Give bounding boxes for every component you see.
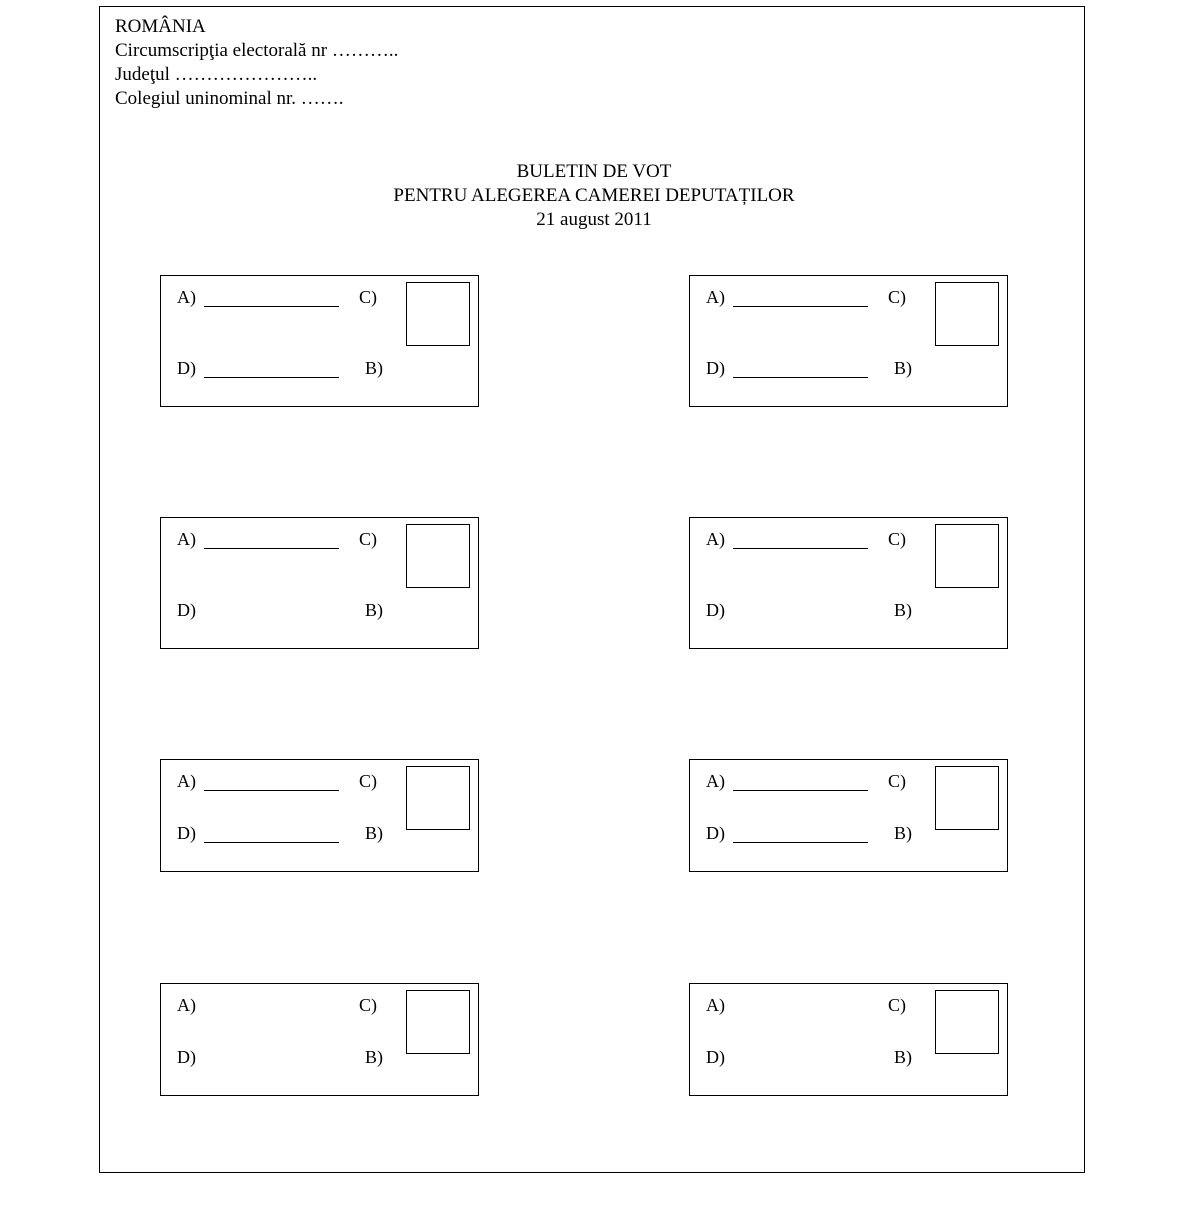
field-d-line (204, 842, 339, 843)
label-a: A) (706, 287, 725, 307)
label-c: C) (359, 529, 377, 549)
label-b: B) (894, 823, 912, 843)
candidate-box-4: A) C) D) B) (689, 517, 1008, 649)
label-d: D) (177, 358, 196, 378)
label-b: B) (894, 358, 912, 378)
candidate-box-5: A) C) D) B) (160, 759, 479, 872)
election-date: 21 august 2011 (536, 209, 652, 230)
vote-stamp-square[interactable] (406, 766, 470, 830)
vote-stamp-square[interactable] (935, 524, 999, 588)
vote-stamp-square[interactable] (406, 524, 470, 588)
label-b: B) (365, 1047, 383, 1067)
label-a: A) (177, 995, 196, 1015)
ballot-sheet (99, 6, 1085, 1173)
country-name: ROMÂNIA (115, 16, 206, 37)
label-c: C) (888, 771, 906, 791)
label-d: D) (706, 358, 725, 378)
label-a: A) (177, 287, 196, 307)
field-a-line (733, 306, 868, 307)
label-b: B) (365, 823, 383, 843)
label-b: B) (894, 600, 912, 620)
label-d: D) (706, 823, 725, 843)
vote-stamp-square[interactable] (935, 282, 999, 346)
label-c: C) (359, 287, 377, 307)
candidate-box-3: A) C) D) B) (160, 517, 479, 649)
constituency-field: Circumscripţia electorală nr ……….. (115, 40, 399, 61)
title-line-1: BULETIN DE VOT (516, 161, 672, 182)
label-d: D) (177, 1047, 196, 1067)
candidate-box-8: A) C) D) B) (689, 983, 1008, 1096)
vote-stamp-square[interactable] (935, 766, 999, 830)
vote-stamp-square[interactable] (406, 282, 470, 346)
field-a-line (733, 790, 868, 791)
ballot-title: BULETIN DE VOT PENTRU ALEGEREA CAMEREI D… (3, 160, 1182, 232)
field-d-line (204, 377, 339, 378)
label-b: B) (365, 358, 383, 378)
candidate-box-1: A) C) D) B) (160, 275, 479, 407)
label-a: A) (177, 529, 196, 549)
field-a-line (204, 306, 339, 307)
label-a: A) (177, 771, 196, 791)
field-a-line (733, 548, 868, 549)
label-c: C) (359, 995, 377, 1015)
label-d: D) (177, 823, 196, 843)
label-a: A) (706, 529, 725, 549)
label-d: D) (706, 1047, 725, 1067)
label-d: D) (177, 600, 196, 620)
label-c: C) (888, 995, 906, 1015)
label-c: C) (888, 529, 906, 549)
county-field: Judeţul ………………….. (115, 64, 318, 85)
label-c: C) (359, 771, 377, 791)
field-a-line (204, 548, 339, 549)
label-a: A) (706, 995, 725, 1015)
field-a-line (204, 790, 339, 791)
candidate-box-2: A) C) D) B) (689, 275, 1008, 407)
field-d-line (733, 377, 868, 378)
label-b: B) (894, 1047, 912, 1067)
college-field: Colegiul uninominal nr. ……. (115, 88, 344, 109)
candidate-box-7: A) C) D) B) (160, 983, 479, 1096)
ballot-header: ROMÂNIA Circumscripţia electorală nr ………… (115, 15, 398, 111)
label-c: C) (888, 287, 906, 307)
title-line-2: PENTRU ALEGEREA CAMEREI DEPUTAȚILOR (393, 185, 795, 206)
vote-stamp-square[interactable] (406, 990, 470, 1054)
label-a: A) (706, 771, 725, 791)
vote-stamp-square[interactable] (935, 990, 999, 1054)
candidate-box-6: A) C) D) B) (689, 759, 1008, 872)
label-d: D) (706, 600, 725, 620)
label-b: B) (365, 600, 383, 620)
field-d-line (733, 842, 868, 843)
